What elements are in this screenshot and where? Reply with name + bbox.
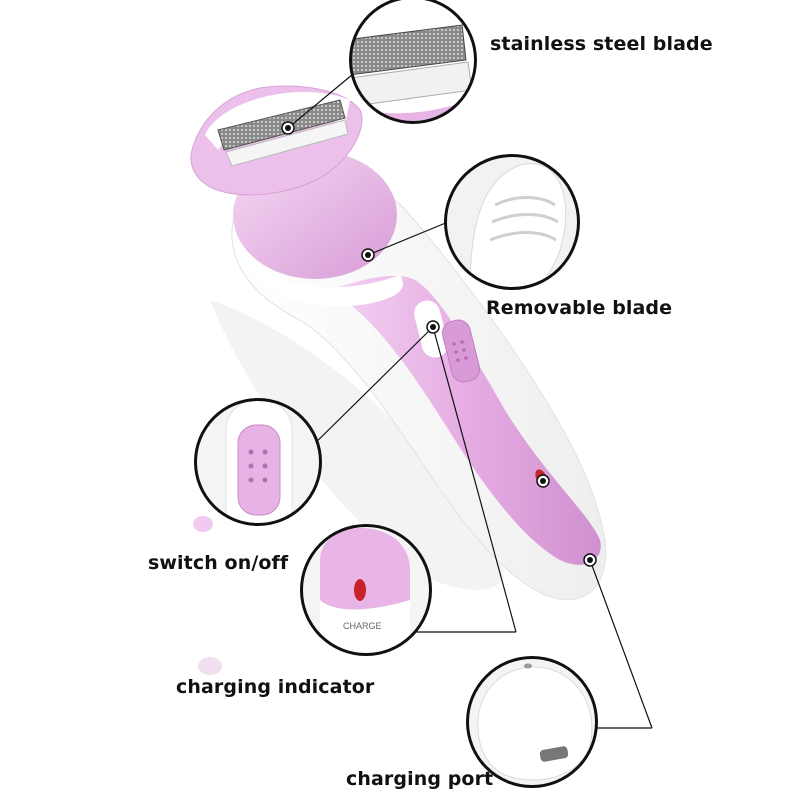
anchor-dots [281, 121, 597, 567]
decor-fragment [193, 516, 213, 532]
blade-mesh [217, 99, 346, 151]
switch-button[interactable] [440, 318, 482, 385]
shaver-device [190, 85, 607, 601]
decor-fragment [198, 657, 222, 675]
callout-switch-zoom [194, 398, 322, 526]
blade-guard [225, 119, 349, 167]
callout-blade-zoom [349, 0, 477, 124]
label-stainless-steel-blade: stainless steel blade [490, 33, 713, 55]
shadow-reflection [210, 300, 504, 590]
label-switch-on-off: switch on/off [148, 552, 289, 574]
switch-dots [452, 340, 468, 362]
head-ring [238, 245, 404, 307]
pink-body [330, 275, 601, 565]
label-charging-port: charging port [346, 768, 494, 790]
charge-marking: CHARGE [343, 621, 382, 631]
label-charging-indicator: charging indicator [176, 676, 375, 698]
callout-removable-zoom [444, 154, 580, 290]
callout-port-zoom [466, 656, 598, 788]
callout-indicator-zoom [300, 524, 432, 656]
label-removable-blade: Removable blade [486, 297, 673, 319]
